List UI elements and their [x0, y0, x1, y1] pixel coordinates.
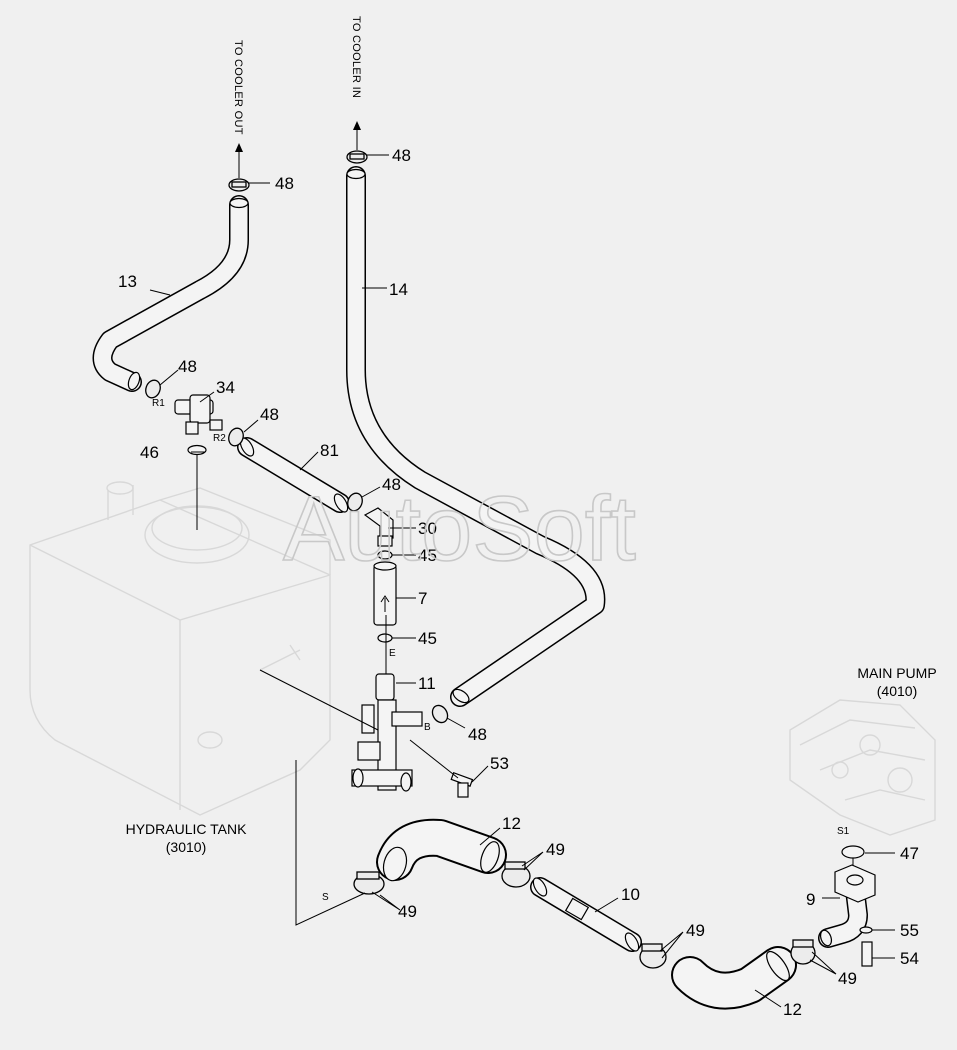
port-label-r2: R2 [213, 433, 226, 444]
callout-49-c: 49 [686, 921, 705, 940]
arrow-to-cooler-out: TO COOLER OUT [232, 40, 244, 178]
callout-45-top: 45 [418, 546, 437, 565]
clamp-49-c [639, 943, 667, 969]
callout-7: 7 [418, 589, 427, 608]
clamp-48-r1 [145, 379, 161, 399]
clamp-49-d [790, 939, 816, 965]
clamp-49-b [501, 861, 531, 888]
callout-48-cooler-in: 48 [392, 146, 411, 165]
callout-48-hose-81: 48 [382, 475, 401, 494]
block-11 [351, 673, 423, 792]
clamp-48-hose-81 [347, 492, 363, 512]
callout-14: 14 [389, 280, 408, 299]
clamp-48-cooler-in [346, 150, 368, 164]
main-pump-outline [789, 699, 936, 836]
callout-11: 11 [418, 674, 436, 693]
callout-9: 9 [806, 890, 815, 909]
pipe-10 [530, 877, 642, 952]
pipe-9 [818, 864, 876, 948]
hose-13 [92, 195, 249, 392]
label-to-cooler-out: TO COOLER OUT [232, 40, 244, 135]
clamp-49-a [353, 871, 385, 895]
hose-14 [346, 166, 606, 707]
hose-12-lower [671, 946, 797, 1010]
callout-48-port-b: 48 [468, 725, 487, 744]
callout-49-b: 49 [546, 840, 565, 859]
callout-49-a: 49 [398, 902, 417, 921]
callout-12-lower: 12 [783, 1000, 802, 1019]
hydraulic-tank-outline [29, 481, 331, 816]
hydraulic-tank-code: (3010) [166, 839, 206, 855]
hose-81 [237, 437, 350, 513]
bolt-54-washer-55 [859, 926, 873, 967]
hose-12-upper [376, 818, 507, 882]
callout-34: 34 [216, 378, 235, 397]
tee-fitting-34 [174, 394, 223, 435]
port-label-r1: R1 [152, 398, 165, 409]
clamp-48-r2 [228, 427, 244, 447]
elbow-fitting-30 [363, 507, 394, 547]
connection-lines [149, 154, 895, 1008]
callout-53: 53 [490, 754, 509, 773]
callout-47: 47 [900, 844, 919, 863]
o-ring-47 [841, 845, 865, 859]
callout-48-r2: 48 [260, 405, 279, 424]
clamp-48-cooler-out [228, 178, 250, 192]
callout-48-cooler-out: 48 [275, 174, 294, 193]
main-pump-label: MAIN PUMP [857, 665, 936, 681]
port-label-e: E [389, 648, 396, 659]
callout-48-r1: 48 [178, 357, 197, 376]
filter-7 [373, 561, 397, 626]
callout-54: 54 [900, 949, 919, 968]
bolt-53 [450, 771, 474, 798]
callout-45-bottom: 45 [418, 629, 437, 648]
clamp-48-port-b [431, 704, 449, 724]
port-label-s: S [322, 892, 329, 903]
callout-10: 10 [621, 885, 640, 904]
callout-13: 13 [118, 272, 137, 291]
callout-30: 30 [418, 519, 437, 538]
hydraulic-tank-label: HYDRAULIC TANK [126, 821, 248, 837]
watermark: AutoSoft [283, 478, 636, 580]
o-ring-45-bottom [377, 633, 393, 643]
callout-46: 46 [140, 443, 159, 462]
main-pump-code: (4010) [877, 683, 917, 699]
callout-55: 55 [900, 921, 919, 940]
port-label-b: B [424, 722, 431, 733]
callout-81: 81 [320, 441, 339, 460]
label-to-cooler-in: TO COOLER IN [350, 16, 362, 98]
callout-12-upper: 12 [502, 814, 521, 833]
o-ring-46 [187, 444, 207, 456]
port-label-s1: S1 [837, 826, 850, 837]
arrow-to-cooler-in: TO COOLER IN [350, 16, 362, 150]
callout-49-d: 49 [838, 969, 857, 988]
